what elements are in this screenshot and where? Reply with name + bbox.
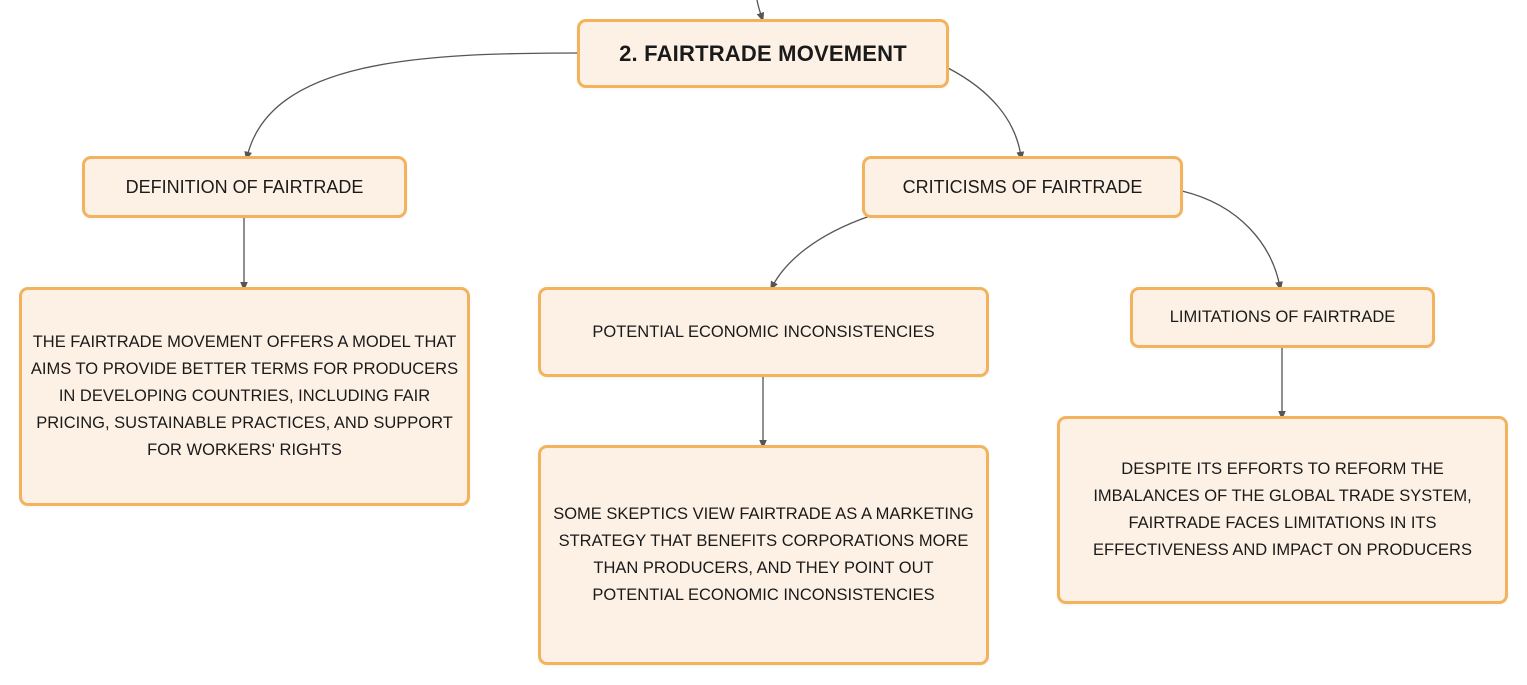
root-node[interactable]: 2. FAIRTRADE MOVEMENT xyxy=(577,19,949,88)
definition-text: THE FAIRTRADE MOVEMENT OFFERS A MODEL TH… xyxy=(30,333,459,459)
criticisms-node[interactable]: CRITICISMS OF FAIRTRADE xyxy=(862,156,1183,218)
economic-text: SOME SKEPTICS VIEW FAIRTRADE AS A MARKET… xyxy=(553,505,974,604)
economic-inconsistencies-label: POTENTIAL ECONOMIC INCONSISTENCIES xyxy=(592,322,935,341)
connector-criticisms-to-economic xyxy=(770,215,871,291)
limitations-text-node[interactable]: DESPITE ITS EFFORTS TO REFORM THE IMBALA… xyxy=(1057,416,1508,604)
definition-text-node[interactable]: THE FAIRTRADE MOVEMENT OFFERS A MODEL TH… xyxy=(19,287,470,506)
connector-root-to-definition xyxy=(244,52,579,161)
root-node-label: 2. FAIRTRADE MOVEMENT xyxy=(619,40,907,66)
criticisms-node-label: CRITICISMS OF FAIRTRADE xyxy=(902,176,1143,197)
limitations-node-label: LIMITATIONS OF FAIRTRADE xyxy=(1169,308,1396,326)
definition-node-label: DEFINITION OF FAIRTRADE xyxy=(125,176,364,197)
connector-root-to-criticisms xyxy=(947,67,1025,161)
economic-text-node[interactable]: SOME SKEPTICS VIEW FAIRTRADE AS A MARKET… xyxy=(538,445,989,665)
definition-node[interactable]: DEFINITION OF FAIRTRADE xyxy=(82,156,407,218)
limitations-text: DESPITE ITS EFFORTS TO REFORM THE IMBALA… xyxy=(1093,460,1472,559)
connector-criticisms-to-limitations xyxy=(1181,190,1283,291)
connector-incoming xyxy=(756,0,765,22)
limitations-node[interactable]: LIMITATIONS OF FAIRTRADE xyxy=(1130,287,1435,348)
economic-inconsistencies-node[interactable]: POTENTIAL ECONOMIC INCONSISTENCIES xyxy=(538,287,989,377)
